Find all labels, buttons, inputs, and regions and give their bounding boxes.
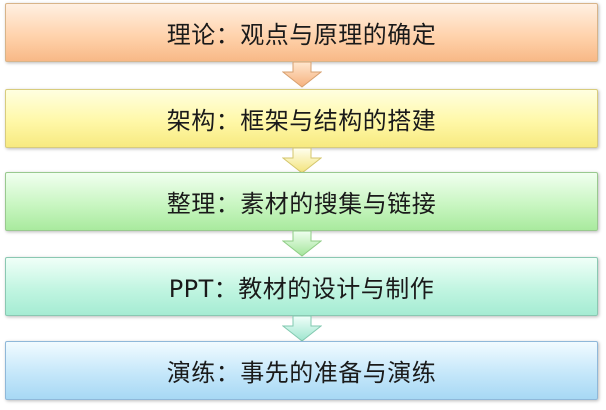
step-label-ppt: PPT：教材的设计与制作 bbox=[168, 275, 435, 303]
process-step-architecture: 架构：框架与结构的搭建 bbox=[5, 89, 598, 148]
down-arrow-icon bbox=[282, 231, 322, 257]
down-arrow-icon bbox=[282, 316, 322, 342]
step-label-architecture: 架构：框架与结构的搭建 bbox=[166, 107, 437, 135]
process-step-rehearsal: 演练：事先的准备与演练 bbox=[5, 341, 598, 400]
step-label-organizing: 整理：素材的搜集与链接 bbox=[166, 190, 437, 218]
down-arrow-icon bbox=[282, 148, 322, 174]
down-arrow-icon bbox=[282, 62, 322, 88]
step-label-rehearsal: 演练：事先的准备与演练 bbox=[166, 359, 437, 387]
process-step-organizing: 整理：素材的搜集与链接 bbox=[5, 172, 598, 231]
process-step-theory: 理论：观点与原理的确定 bbox=[5, 3, 598, 62]
process-step-ppt: PPT：教材的设计与制作 bbox=[5, 257, 598, 316]
step-label-theory: 理论：观点与原理的确定 bbox=[166, 21, 437, 49]
